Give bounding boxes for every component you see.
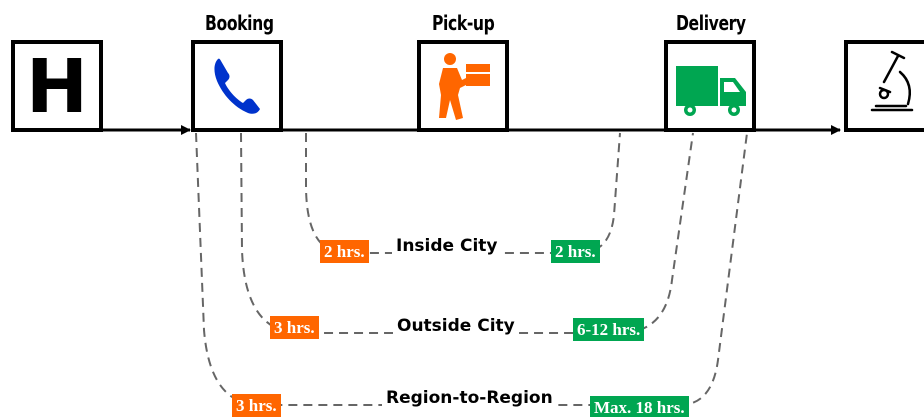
route-curve-region-to-region (195, 132, 748, 406)
delivery-time-badge-region-to-region: Max. 18 hrs. (590, 396, 689, 417)
pickup-box[interactable] (417, 40, 509, 132)
pickup-time-badge-region-to-region: 3 hrs. (232, 394, 281, 417)
stage-label-booking: Booking (205, 11, 274, 35)
route-curve-inside-city (305, 132, 621, 254)
hospital-box: H (11, 40, 103, 132)
person-carrying-box-icon (439, 53, 490, 120)
lab-box (844, 40, 924, 132)
route-curve-outside-city (240, 132, 694, 334)
route-label-inside-city: Inside City (392, 236, 502, 256)
delivery-box[interactable] (664, 40, 756, 132)
stage-label-pickup: Pick-up (432, 11, 495, 35)
delivery-time-badge-outside-city: 6-12 hrs. (573, 318, 645, 341)
route-label-region-to-region: Region-to-Region (382, 388, 557, 408)
delivery-time-badge-inside-city: 2 hrs. (551, 240, 600, 263)
hospital-h-icon: H (26, 44, 88, 130)
delivery-truck-icon (676, 66, 746, 116)
route-label-outside-city: Outside City (393, 316, 519, 336)
phone-icon (214, 58, 260, 114)
booking-box[interactable] (191, 40, 283, 132)
pickup-time-badge-outside-city: 3 hrs. (270, 316, 319, 339)
pickup-time-badge-inside-city: 2 hrs. (320, 240, 369, 263)
microscope-icon (870, 50, 914, 112)
stage-label-delivery: Delivery (676, 11, 746, 35)
